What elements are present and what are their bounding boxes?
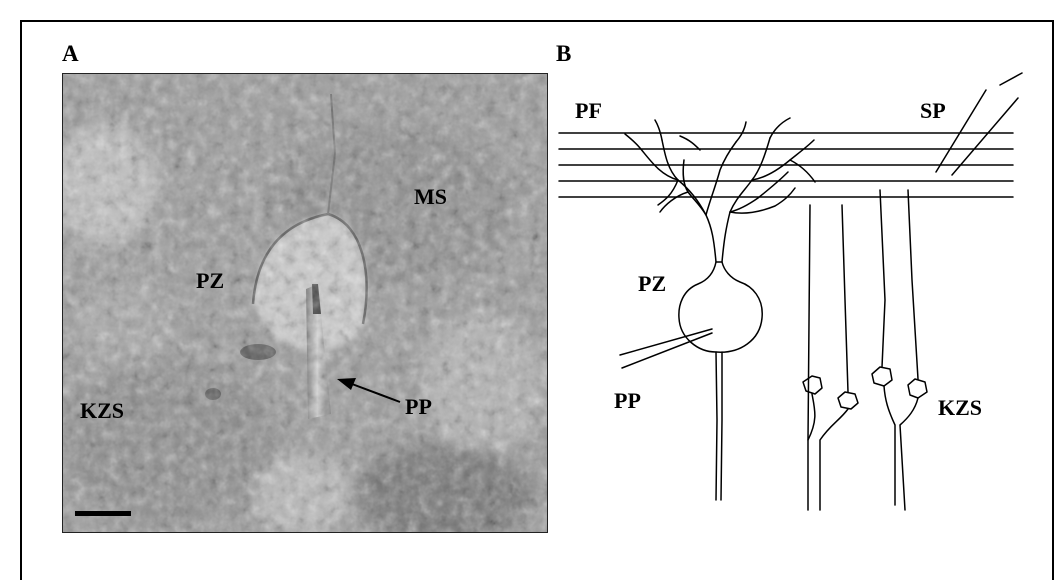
pp-pipette <box>620 329 712 368</box>
label-pz-b: PZ <box>638 273 666 295</box>
parallel-fibers <box>559 133 1013 197</box>
granule-cells <box>803 190 927 510</box>
purkinje-soma <box>679 262 762 352</box>
label-pf: PF <box>575 100 602 122</box>
purkinje-dendrites <box>625 118 815 262</box>
neuron-diagram <box>550 60 1030 540</box>
purkinje-axon <box>716 352 722 500</box>
sp-pipette <box>936 73 1022 175</box>
label-sp: SP <box>920 100 946 122</box>
label-kzs-b: KZS <box>938 397 982 419</box>
label-pp-b: PP <box>614 390 641 412</box>
